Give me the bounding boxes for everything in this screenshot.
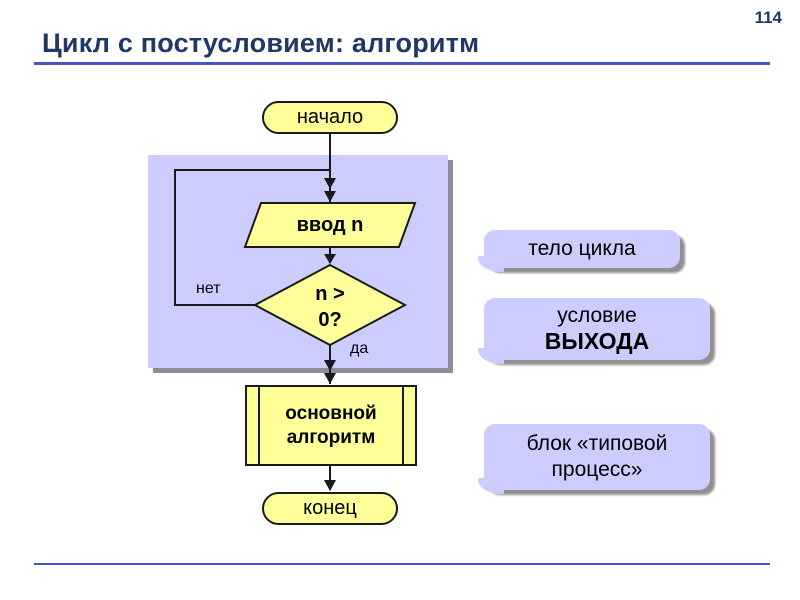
process-label-line2: алгоритм <box>286 426 376 448</box>
predefined-process-left-bar <box>258 387 260 464</box>
start-label: начало <box>296 106 364 128</box>
condition-label: n > 0? <box>270 281 390 333</box>
callout-exit-condition: условие ВЫХОДА <box>478 298 710 364</box>
callout-typical-process-line2: процесс» <box>551 458 643 481</box>
predefined-process-block: основной алгоритм <box>245 385 417 466</box>
slide-title: Цикл с постусловием: алгоритм <box>42 28 480 58</box>
process-label-line1: основной <box>285 402 377 424</box>
condition-line2: 0? <box>318 309 342 331</box>
page-number: 114 <box>754 8 782 27</box>
callout-typical-process: блок «типовой процесс» <box>478 424 710 494</box>
arrowhead-icon <box>324 480 336 491</box>
start-terminator: начало <box>262 101 398 134</box>
callout-loop-body: тело цикла <box>478 230 680 272</box>
loop-body-region <box>148 155 448 368</box>
title-rule <box>34 62 770 65</box>
callout-typical-process-line1: блок «типовой <box>526 431 668 455</box>
predefined-process-right-bar <box>402 387 404 464</box>
footer-rule <box>34 563 770 565</box>
callout-exit-condition-line2: ВЫХОДА <box>544 327 650 354</box>
branch-no-label: нет <box>196 280 221 297</box>
end-terminator: конец <box>262 492 398 525</box>
input-label: ввод n <box>296 214 364 236</box>
condition-line1: n > <box>315 283 345 305</box>
arrowhead-icon <box>324 373 336 384</box>
end-label: конец <box>303 497 357 519</box>
branch-yes-label: да <box>350 340 369 357</box>
callout-exit-condition-line1: условие <box>557 303 637 327</box>
callout-loop-body-label: тело цикла <box>528 237 636 260</box>
